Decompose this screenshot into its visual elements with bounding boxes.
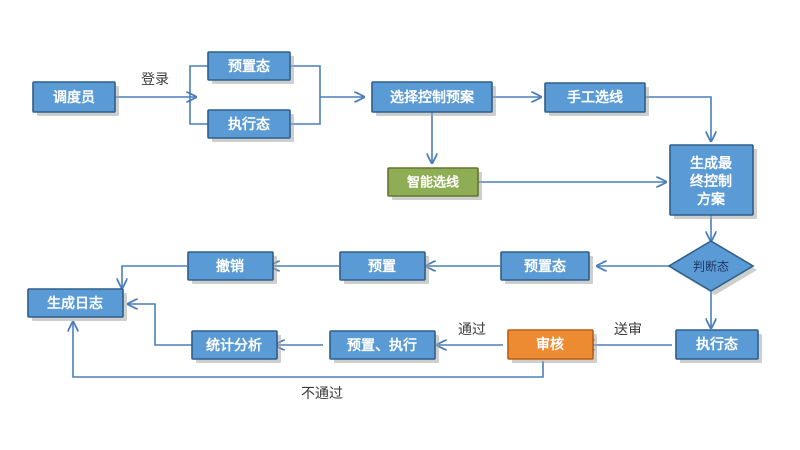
node-label: 执行态: [228, 116, 270, 133]
node-manual-line[interactable]: 手工选线: [544, 82, 649, 116]
node-label-line3: 方案: [697, 191, 726, 208]
node-body[interactable]: [207, 51, 291, 81]
edge-split-to-preset-state: [189, 65, 208, 97]
node-label: 执行态: [696, 336, 738, 353]
edge-review-not-pass-to-gen-log: [73, 322, 544, 378]
node-smart-line[interactable]: 智能选线: [387, 167, 482, 200]
edge-label-submit: 送审: [614, 322, 642, 338]
node-body[interactable]: [32, 81, 116, 113]
node-label: 预置: [368, 258, 396, 275]
edge-label-pass: 通过: [458, 322, 486, 338]
node-body[interactable]: [27, 288, 124, 318]
node-body[interactable]: [371, 81, 493, 113]
node-exec-state2[interactable]: 执行态: [675, 329, 762, 363]
node-label: 调度员: [53, 89, 95, 106]
node-body[interactable]: [191, 330, 278, 360]
edge-preset-state-to-merge: [290, 65, 321, 97]
connector-group: [73, 65, 711, 378]
node-exec-state[interactable]: 执行态: [207, 109, 294, 142]
node-gen-log[interactable]: 生成日志: [27, 288, 127, 321]
node-dispatcher[interactable]: 调度员: [32, 81, 119, 116]
node-label: 审核: [536, 336, 564, 353]
node-body[interactable]: [207, 109, 291, 139]
node-body[interactable]: [339, 251, 426, 281]
node-label-line1: 生成最: [690, 155, 733, 172]
edge-stat-analyze-to-gen-log: [128, 304, 192, 346]
node-label-line2: 终控制: [690, 173, 732, 190]
node-body[interactable]: [669, 144, 754, 216]
node-label: 手工选线: [567, 89, 623, 106]
node-body[interactable]: [544, 82, 646, 113]
edge-label-group: 登录 通过 送审 不通过: [141, 72, 642, 402]
node-label: 统计分析: [206, 337, 262, 354]
node-label: 预置态: [524, 258, 566, 275]
node-body[interactable]: [500, 251, 590, 281]
edge-label-not-pass: 不通过: [301, 386, 343, 402]
edge-label-login: 登录: [141, 72, 169, 88]
node-final-plan[interactable]: 生成最 终控制 方案: [669, 144, 757, 219]
node-preset-state[interactable]: 预置态: [207, 51, 294, 84]
node-label: 生成日志: [47, 295, 103, 312]
node-preset[interactable]: 预置: [339, 251, 429, 284]
node-label: 判断态: [693, 259, 729, 274]
node-label: 智能选线: [407, 175, 459, 191]
node-label: 预置态: [228, 58, 270, 75]
node-judge-state[interactable]: 判断态: [667, 240, 757, 295]
node-body[interactable]: [387, 167, 479, 197]
edge-exec-state-to-merge: [290, 97, 321, 125]
node-body[interactable]: [507, 329, 594, 360]
node-review[interactable]: 审核: [507, 329, 597, 363]
edge-revoke-to-gen-log: [122, 265, 187, 288]
node-body[interactable]: [329, 330, 436, 360]
node-body[interactable]: [667, 240, 755, 292]
edge-split-to-exec-state: [189, 97, 208, 125]
node-preset-state2[interactable]: 预置态: [500, 251, 593, 284]
node-select-plan[interactable]: 选择控制预案: [371, 81, 496, 116]
node-preset-exec[interactable]: 预置、执行: [329, 330, 439, 363]
node-stat-analyze[interactable]: 统计分析: [191, 330, 281, 363]
edge-manual-line-to-final-plan: [645, 96, 711, 141]
node-label: 撤销: [216, 258, 244, 275]
node-body[interactable]: [187, 251, 274, 281]
node-label: 选择控制预案: [390, 89, 475, 106]
node-label: 预置、执行: [347, 337, 417, 354]
node-revoke[interactable]: 撤销: [187, 251, 277, 284]
node-body[interactable]: [675, 329, 759, 360]
